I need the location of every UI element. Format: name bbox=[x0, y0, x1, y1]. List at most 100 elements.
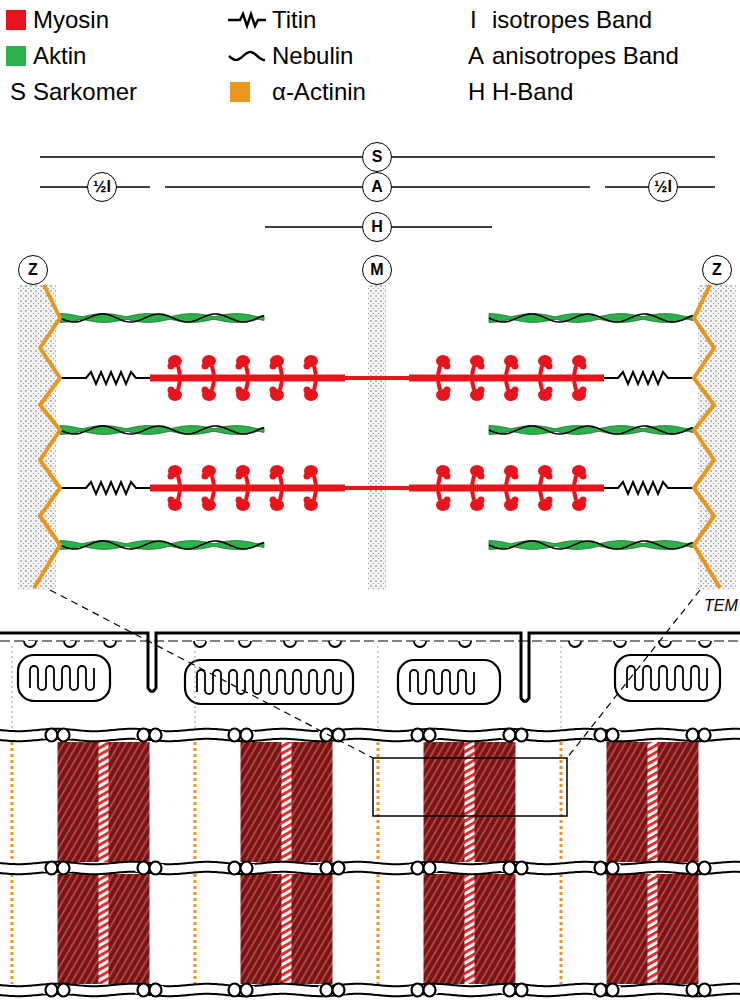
triad bbox=[319, 862, 347, 875]
a-band bbox=[424, 742, 516, 862]
alpha-actinin-z-line bbox=[694, 285, 720, 588]
myosin-head bbox=[538, 491, 553, 511]
caveola bbox=[614, 641, 626, 647]
legend-item: Myosin bbox=[6, 6, 109, 34]
myosin-head bbox=[304, 465, 319, 485]
label-text: anisotropes Band bbox=[492, 42, 679, 70]
triad bbox=[44, 862, 72, 875]
m-line bbox=[99, 742, 109, 862]
actin-filament bbox=[489, 541, 693, 550]
nebulin-strand bbox=[489, 426, 693, 434]
myosin-head bbox=[304, 355, 319, 375]
myosin-head bbox=[168, 491, 183, 511]
triad bbox=[410, 984, 438, 997]
myosin-head bbox=[202, 491, 217, 511]
myosin-head bbox=[436, 465, 451, 485]
mitochondrial-cristae bbox=[197, 670, 341, 694]
z-guide bbox=[12, 646, 13, 728]
mitochondrion bbox=[398, 660, 500, 704]
z-line bbox=[560, 742, 563, 862]
triad bbox=[136, 984, 164, 997]
triad bbox=[227, 862, 255, 875]
band-circle: Z bbox=[702, 255, 732, 285]
myosin-head bbox=[168, 465, 183, 485]
zoom-line bbox=[567, 590, 700, 758]
z-guide bbox=[195, 646, 196, 728]
myosin-head bbox=[236, 381, 251, 401]
circle-letter: M bbox=[370, 262, 383, 278]
legend-text: α-Actinin bbox=[272, 78, 366, 106]
z-line bbox=[377, 874, 380, 984]
sarcolemma bbox=[0, 633, 740, 702]
band-circle: S bbox=[362, 142, 392, 172]
myosin-head bbox=[572, 355, 587, 375]
m-line bbox=[465, 874, 475, 984]
caveola bbox=[329, 641, 341, 647]
label-text: isotropes Band bbox=[492, 6, 652, 34]
myosin-head bbox=[236, 355, 251, 375]
myosin-head bbox=[538, 465, 553, 485]
band-circle: A bbox=[362, 172, 392, 202]
triad bbox=[502, 729, 530, 742]
legend-item: α-Actinin bbox=[228, 78, 366, 106]
triad bbox=[593, 984, 621, 997]
myosin-head bbox=[504, 465, 519, 485]
z-line bbox=[194, 874, 197, 984]
sarcoplasmic-reticulum bbox=[0, 862, 740, 864]
nebulin-strand bbox=[60, 314, 264, 322]
titin-spring bbox=[604, 482, 694, 494]
label-anchor: H bbox=[468, 78, 485, 106]
caveola bbox=[239, 641, 251, 647]
caveola bbox=[699, 641, 711, 647]
caveola bbox=[284, 641, 296, 647]
titin-symbol bbox=[228, 10, 266, 30]
label-anchor: A bbox=[468, 42, 484, 70]
legend-item: Titin bbox=[228, 6, 316, 34]
actin-filament bbox=[60, 541, 264, 550]
myosin-head bbox=[504, 491, 519, 511]
label-text: Sarkomer bbox=[33, 78, 137, 106]
z-line bbox=[194, 742, 197, 862]
legend-text: Myosin bbox=[33, 6, 109, 34]
legend-swatch bbox=[230, 82, 250, 102]
band-circle: ½I bbox=[87, 172, 117, 202]
caveola bbox=[659, 641, 671, 647]
myosin-head bbox=[304, 491, 319, 511]
myosin-head bbox=[168, 381, 183, 401]
myosin-filament bbox=[409, 375, 604, 382]
label-anchor: TEM bbox=[704, 597, 738, 615]
label-text: H bbox=[468, 78, 485, 106]
z-line bbox=[377, 742, 380, 862]
myosin-head bbox=[270, 465, 285, 485]
a-band bbox=[424, 874, 516, 984]
myosin-head bbox=[236, 465, 251, 485]
myosin-head bbox=[270, 381, 285, 401]
a-band bbox=[241, 874, 333, 984]
circle-letter: Z bbox=[712, 262, 722, 278]
myosin-filament bbox=[150, 485, 345, 492]
caveola bbox=[104, 641, 116, 647]
a-band bbox=[607, 742, 699, 862]
alpha-actinin-z-line bbox=[34, 285, 60, 588]
mitochondrion bbox=[18, 655, 110, 701]
nebulin-strand bbox=[489, 314, 693, 322]
myosin-head bbox=[270, 355, 285, 375]
triad bbox=[685, 729, 713, 742]
myosin-head bbox=[470, 491, 485, 511]
caveola bbox=[64, 641, 76, 647]
z-guide bbox=[378, 646, 379, 728]
myosin-head bbox=[270, 491, 285, 511]
m-line bbox=[648, 874, 658, 984]
myosin-head bbox=[202, 465, 217, 485]
triad bbox=[136, 862, 164, 875]
a-band bbox=[607, 874, 699, 984]
actin-filament bbox=[60, 314, 264, 323]
band-circle: H bbox=[362, 212, 392, 242]
circle-letter: S bbox=[372, 149, 383, 165]
mitochondrial-cristae bbox=[410, 670, 474, 694]
a-band bbox=[58, 742, 150, 862]
legend-swatch bbox=[6, 10, 26, 30]
titin-spring bbox=[60, 482, 150, 494]
triad bbox=[502, 862, 530, 875]
